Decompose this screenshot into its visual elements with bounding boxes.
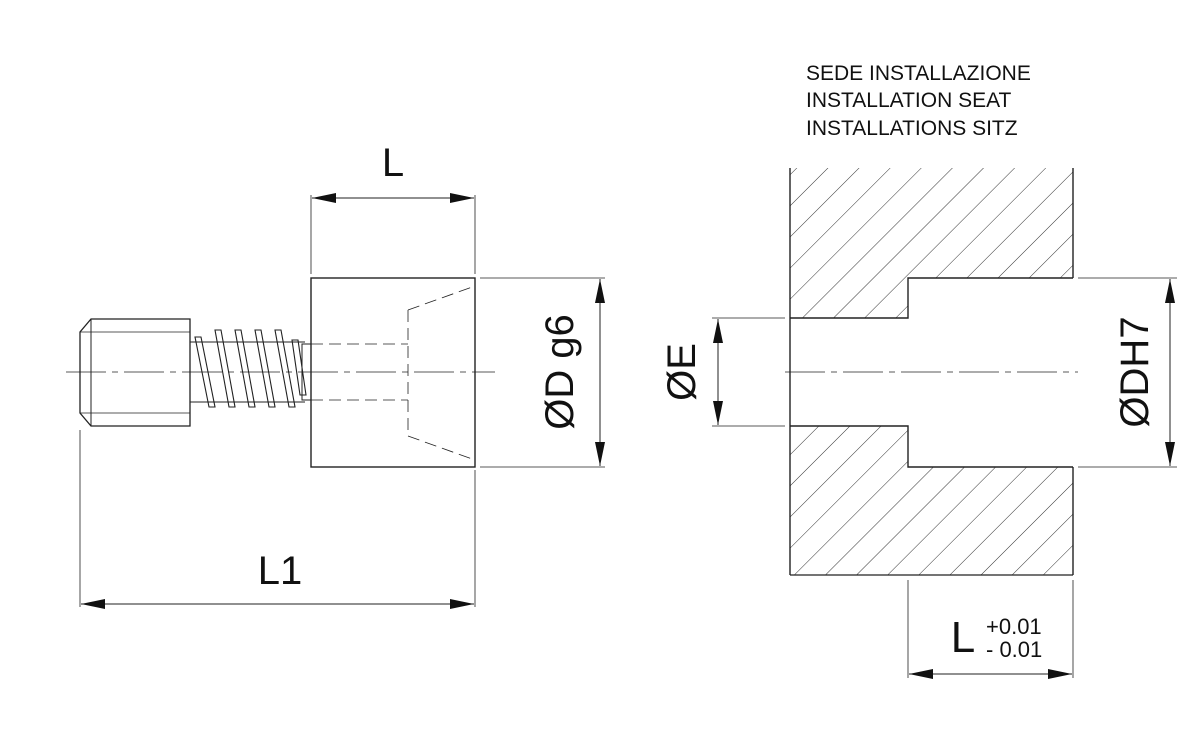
dim-L1: L1 — [79, 430, 476, 609]
dim-L-pin: L — [310, 141, 476, 274]
seat-title-en: INSTALLATION SEAT — [806, 89, 1012, 112]
installation-seat-view: SEDE INSTALLAZIONE INSTALLATION SEAT INS… — [660, 62, 1177, 679]
seat-material-section — [789, 168, 1074, 576]
dim-L-label: L — [382, 141, 404, 185]
dim-seat-depth-label: L — [951, 613, 975, 662]
seat-title-de: INSTALLATIONS SITZ — [806, 117, 1018, 140]
dim-hole-diameter: ØE — [660, 317, 785, 427]
tolerance-upper: +0.01 — [986, 614, 1042, 639]
dim-L1-label: L1 — [258, 549, 303, 593]
dim-bore-diameter-label: ØDH7 — [1113, 316, 1157, 427]
dim-diameter-pin-label: ØD g6 — [538, 314, 582, 430]
dim-bore-diameter: ØDH7 — [1078, 277, 1177, 468]
threaded-head — [79, 318, 191, 427]
dim-seat-depth: L +0.01 - 0.01 — [907, 580, 1074, 679]
seat-title: SEDE INSTALLAZIONE INSTALLATION SEAT INS… — [806, 62, 1031, 140]
plunger-pin-view: L L1 ØD g6 — [66, 141, 605, 609]
spring — [190, 329, 307, 408]
tolerance-lower: - 0.01 — [986, 637, 1042, 662]
seat-title-it: SEDE INSTALLAZIONE — [806, 62, 1031, 85]
pin-body — [301, 277, 476, 468]
dim-diameter-pin: ØD g6 — [480, 277, 605, 468]
dim-hole-diameter-label: ØE — [660, 343, 704, 401]
